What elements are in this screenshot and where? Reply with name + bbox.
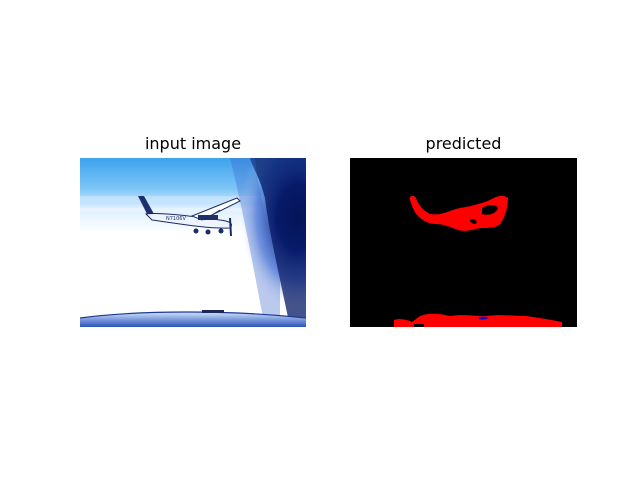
mask-region-bottom	[394, 313, 562, 327]
predicted-mask	[350, 158, 577, 327]
mask-region-aircraft	[409, 195, 508, 231]
predicted-mask-svg	[350, 158, 577, 327]
input-image-title: input image	[144, 134, 242, 153]
aircraft: N7106V	[138, 196, 241, 237]
input-image: N7106V	[80, 158, 306, 327]
aircraft-registration: N7106V	[166, 216, 186, 222]
predicted-title: predicted	[425, 134, 502, 153]
input-photo-svg: N7106V	[80, 158, 306, 327]
mask-region-secondary	[478, 316, 488, 320]
